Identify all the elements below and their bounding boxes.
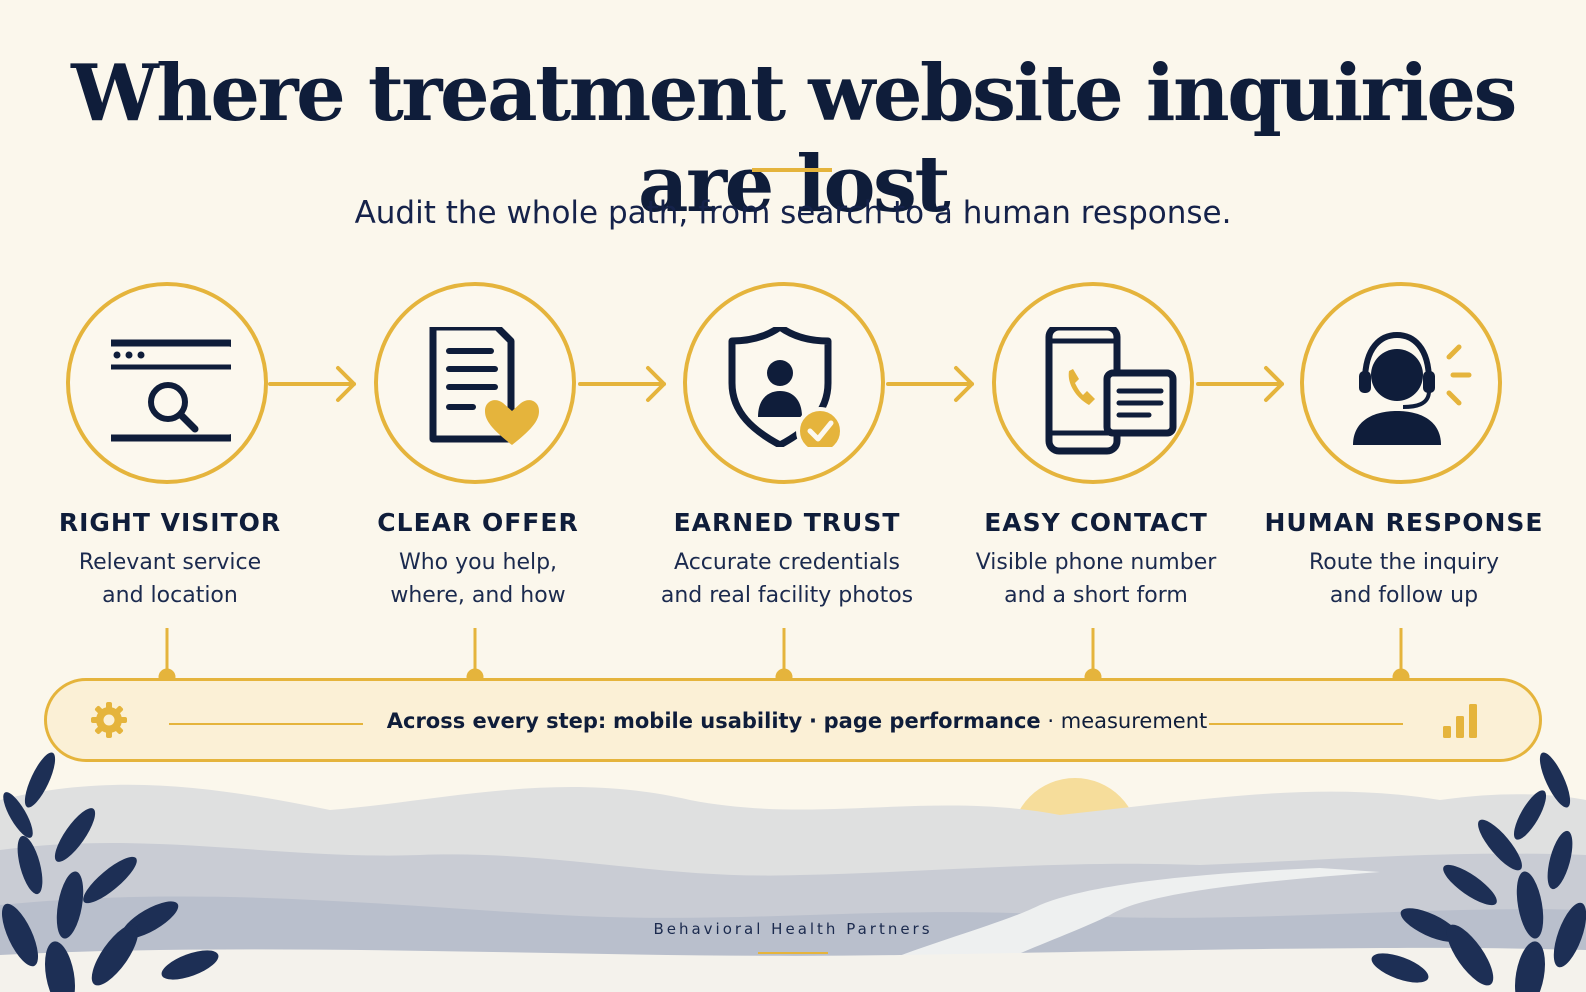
document-heart-icon xyxy=(429,327,539,445)
arrow-3 xyxy=(886,366,974,402)
flow-arrows xyxy=(268,366,1284,402)
description-line: Who you help, xyxy=(398,550,558,575)
arrow-4 xyxy=(1196,366,1284,402)
gear-icon xyxy=(91,702,127,738)
cross-step-banner: Across every step: mobile usability · pa… xyxy=(44,678,1542,762)
bar-chart-icon xyxy=(1443,704,1477,738)
banner-left-rule xyxy=(169,723,363,725)
description-line: Visible phone number xyxy=(975,550,1217,575)
shield-user-check-icon xyxy=(728,327,844,447)
step-circle xyxy=(1300,282,1502,484)
left-foliage xyxy=(1,752,219,992)
banner-right-rule xyxy=(1209,723,1403,725)
description-line: Accurate credentials xyxy=(674,550,900,575)
title-divider xyxy=(752,168,832,172)
banner-separator: · xyxy=(1047,709,1055,733)
banner-connectors xyxy=(158,628,1410,686)
browser-search-icon xyxy=(111,339,231,442)
headset-agent-icon xyxy=(1353,331,1472,445)
step-title: HUMAN RESPONSE xyxy=(1264,508,1544,537)
description-line: and a short form xyxy=(1004,583,1188,608)
step-description: Accurate credentials and real facility p… xyxy=(647,546,927,612)
step-title: CLEAR OFFER xyxy=(377,508,579,537)
description-line: and follow up xyxy=(1329,583,1479,608)
banner-item: measurement xyxy=(1060,709,1208,733)
step-description: Relevant service and location xyxy=(30,546,310,612)
step-title: RIGHT VISITOR xyxy=(58,508,282,537)
footer-divider xyxy=(758,952,828,954)
banner-item: mobile usability xyxy=(612,709,803,733)
right-foliage xyxy=(1371,752,1586,992)
description-line: and location xyxy=(102,583,238,608)
arrow-2 xyxy=(578,366,666,402)
step-title: EASY CONTACT xyxy=(984,508,1208,537)
description-line: Relevant service xyxy=(78,550,262,575)
step-circle xyxy=(374,282,576,484)
banner-prefix: Across every step: xyxy=(386,709,607,733)
footer-brand: Behavioral Health Partners xyxy=(653,920,933,938)
description-line: where, and how xyxy=(390,583,566,608)
step-circle xyxy=(683,282,885,484)
banner-item: page performance xyxy=(823,709,1041,733)
step-title: EARNED TRUST xyxy=(673,508,901,537)
step-description: Visible phone number and a short form xyxy=(956,546,1236,612)
step-circle xyxy=(992,282,1194,484)
description-line: and real facility photos xyxy=(660,583,914,608)
page-title: Where treatment website inquiries are lo… xyxy=(71,48,1517,230)
step-circle xyxy=(66,282,268,484)
page-subtitle: Audit the whole path, from search to a h… xyxy=(354,195,1232,231)
phone-form-icon xyxy=(1045,327,1177,455)
banner-separator: · xyxy=(808,709,817,733)
arrow-1 xyxy=(268,366,356,402)
step-description: Who you help, where, and how xyxy=(338,546,618,612)
step-description: Route the inquiry and follow up xyxy=(1264,546,1544,612)
foreground-meadow xyxy=(0,947,1586,992)
banner-text: Across every step: mobile usability · pa… xyxy=(347,701,1247,741)
description-line: Route the inquiry xyxy=(1308,550,1500,575)
